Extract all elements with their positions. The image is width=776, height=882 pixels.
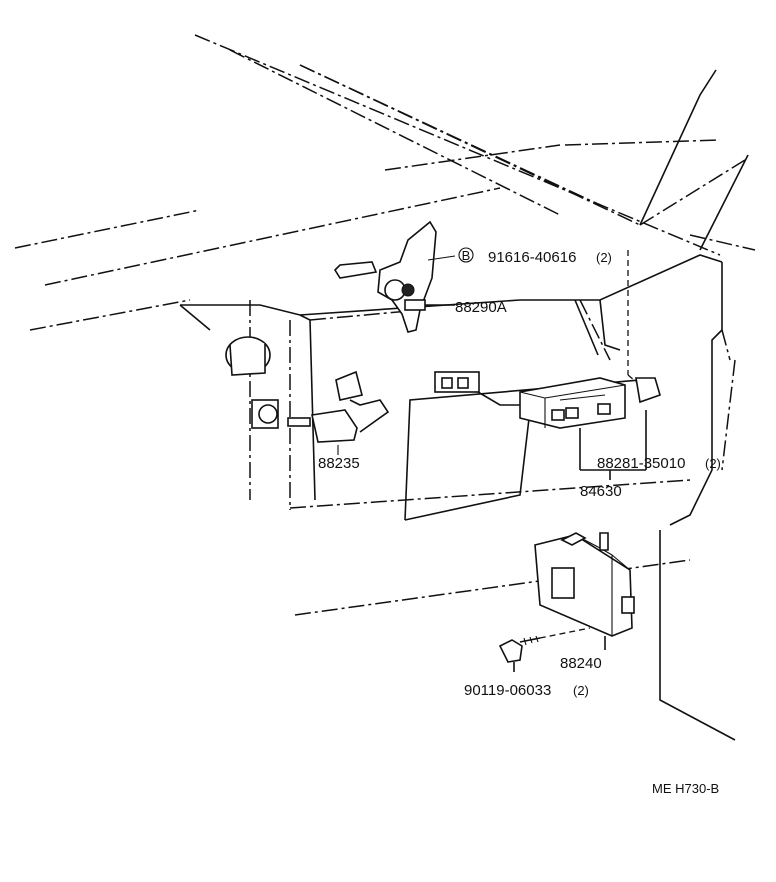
dashboard-outline (14, 34, 756, 741)
label-91616-qty: (2) (596, 250, 612, 265)
module-88240 (529, 532, 635, 650)
label-88281-qty: (2) (705, 456, 721, 471)
leader-lines (427, 255, 456, 261)
label-84630: 84630 (580, 483, 622, 500)
label-90119-qty: (2) (573, 683, 589, 698)
label-88281: 88281-35010 (597, 455, 685, 472)
sensor-88235 (225, 336, 390, 455)
callouts: B 91616-40616 (2) 88290A 88235 88281-350… (318, 247, 721, 796)
label-91616: 91616-40616 (488, 249, 576, 266)
label-88240: 88240 (560, 655, 602, 672)
label-88235: 88235 (318, 455, 360, 472)
label-88290a: 88290A (455, 299, 507, 316)
drawing-code: ME H730-B (652, 781, 719, 796)
label-90119: 90119-06033 (464, 682, 551, 699)
screw-90119 (498, 635, 541, 672)
bolt-b-marker (458, 247, 474, 263)
control-unit-84630 (434, 371, 661, 480)
sensor-bracket-88290a (333, 220, 455, 333)
bolt-b-letter: B (462, 248, 471, 263)
